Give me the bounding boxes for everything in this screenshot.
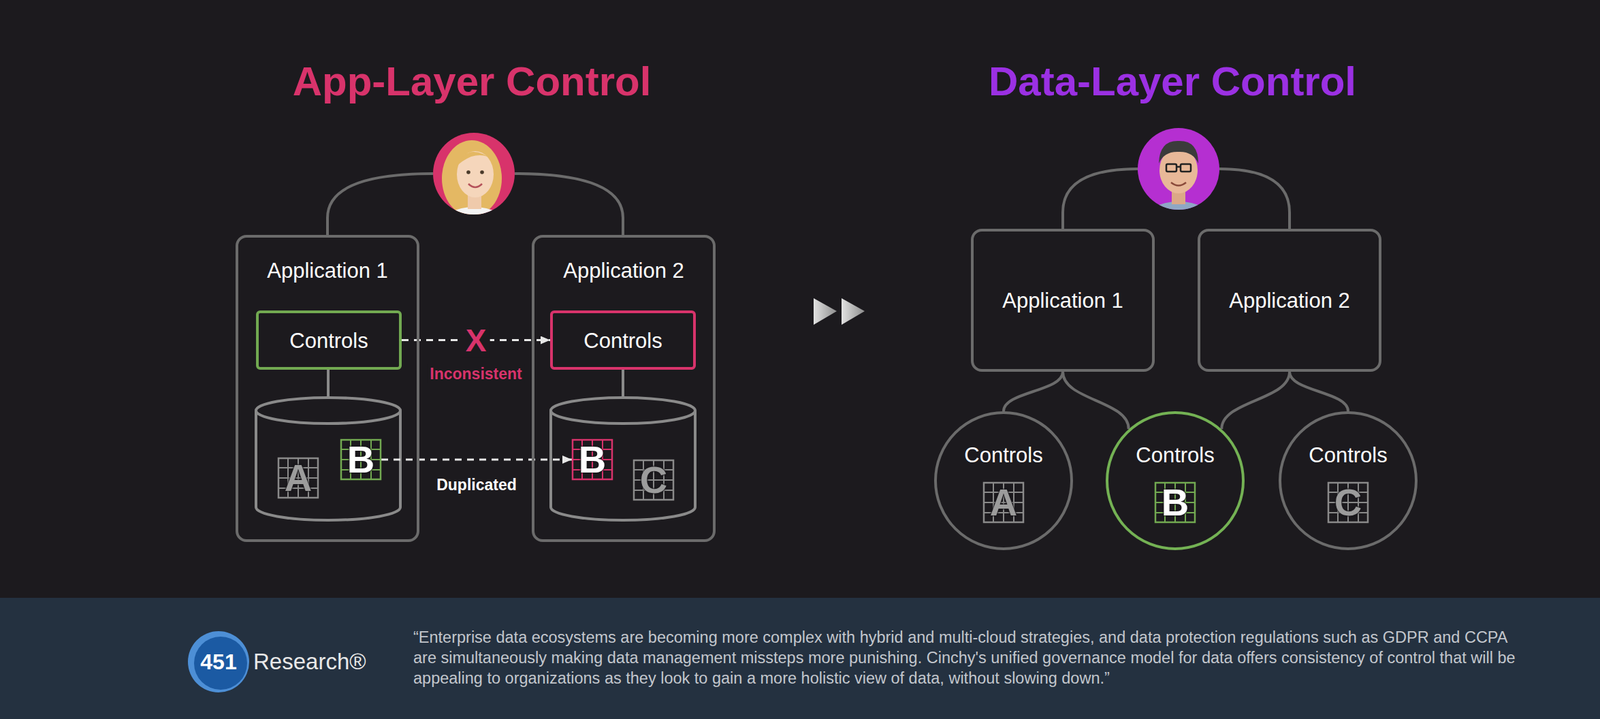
- avatar-shoulders: [441, 206, 507, 243]
- dashed-arrow: [381, 458, 572, 461]
- data-table: C: [1327, 482, 1369, 523]
- application-box: Application 2 ControlsBC: [531, 234, 716, 542]
- database-cylinder: [550, 397, 696, 424]
- controls-circle: ControlsC: [1278, 411, 1418, 551]
- controls-box: Controls: [550, 310, 696, 370]
- table-outline: [633, 460, 674, 500]
- avatar-glasses: [1166, 164, 1177, 172]
- avatar-glasses: [1176, 166, 1181, 169]
- branch-connector: [1289, 371, 1349, 412]
- owner-arc: [514, 173, 623, 235]
- node-label: Controls: [289, 327, 368, 353]
- owner-arc: [1219, 168, 1290, 229]
- owner-arc: [1062, 168, 1138, 229]
- node-label: Controls: [964, 442, 1043, 468]
- avatar-portrait: [1143, 140, 1214, 243]
- node-label: Application 1: [1002, 288, 1124, 314]
- node-label: Controls: [1135, 442, 1214, 468]
- avatar-smile: [468, 183, 483, 188]
- application-box: Application 1 ControlsAB: [235, 234, 420, 542]
- transition-arrow: [841, 298, 865, 325]
- quote-caption: “Enterprise data ecosystems are becoming…: [413, 627, 1517, 689]
- table-outline: [983, 482, 1024, 523]
- circle-outline: [1278, 411, 1418, 551]
- circle-outline: [1105, 411, 1245, 551]
- mismatch-mark: X: [462, 323, 491, 359]
- logo-disc: [194, 636, 248, 690]
- transition-arrow: [813, 298, 837, 325]
- table-letter: A: [284, 457, 312, 499]
- database-cylinder: [256, 397, 401, 424]
- data-table: B: [340, 439, 382, 480]
- table-letter: B: [1161, 482, 1189, 523]
- table-outline: [278, 458, 318, 498]
- table-letter: B: [347, 439, 375, 480]
- table-letter: A: [989, 482, 1018, 523]
- controls-box: Controls: [256, 310, 402, 370]
- data-table: B: [571, 439, 613, 480]
- avatar-hair: [1158, 140, 1199, 164]
- data-table: A: [277, 457, 319, 499]
- avatar-face: [456, 151, 494, 198]
- data-table: A: [983, 482, 1024, 523]
- node-label: Controls: [583, 327, 662, 353]
- avatar-eye: [466, 170, 471, 175]
- branch-connector: [1062, 371, 1129, 429]
- store-link: [326, 369, 330, 398]
- table-letter: C: [640, 459, 668, 501]
- controls-circle: ControlsA: [934, 411, 1074, 551]
- application-box: Application 2: [1197, 228, 1382, 372]
- avatar-fringe: [456, 151, 495, 167]
- table-letter: C: [1334, 482, 1362, 523]
- panel-title: Data-Layer Control: [988, 59, 1357, 105]
- avatar-portrait: [441, 140, 507, 243]
- data-table: B: [1154, 482, 1196, 523]
- circle-outline: [935, 412, 1072, 549]
- edge-label: Inconsistent: [426, 364, 525, 383]
- database-cylinder: [550, 410, 696, 521]
- footer-band: [0, 597, 1600, 719]
- node-label: Application 1: [266, 258, 389, 284]
- edge-label: Duplicated: [433, 475, 520, 495]
- circle-outline: [1107, 412, 1244, 549]
- branch-connector: [1221, 371, 1290, 429]
- circle-outline: [1280, 412, 1417, 549]
- logo-badge: 451: [187, 631, 250, 693]
- table-outline: [1328, 482, 1368, 523]
- node-label: 451: [200, 648, 237, 675]
- data-table: C: [633, 459, 675, 501]
- node-label: Application 2: [1228, 288, 1351, 314]
- table-outline: [1155, 482, 1195, 523]
- database-cylinder: [256, 410, 401, 521]
- table-letter: B: [578, 439, 606, 480]
- logo-wordmark: Research®: [253, 649, 367, 675]
- avatar-badge: [1137, 128, 1220, 210]
- controls-circle: ControlsB: [1105, 411, 1245, 551]
- avatar-glasses: [1180, 164, 1191, 172]
- avatar-smile: [1171, 182, 1187, 186]
- logo-ring: [187, 631, 250, 693]
- node-label: Application 2: [563, 258, 685, 284]
- panel-title: App-Layer Control: [292, 59, 652, 105]
- avatar-hair: [441, 140, 502, 217]
- circle-outline: [934, 411, 1074, 551]
- table-outline: [341, 439, 381, 480]
- application-box: Application 1: [970, 228, 1155, 372]
- owner-arc: [327, 173, 434, 235]
- branch-connector: [1003, 371, 1063, 412]
- table-outline: [572, 439, 613, 480]
- avatar-eye: [480, 170, 485, 175]
- node-label: Controls: [1308, 442, 1387, 468]
- store-link: [621, 369, 625, 398]
